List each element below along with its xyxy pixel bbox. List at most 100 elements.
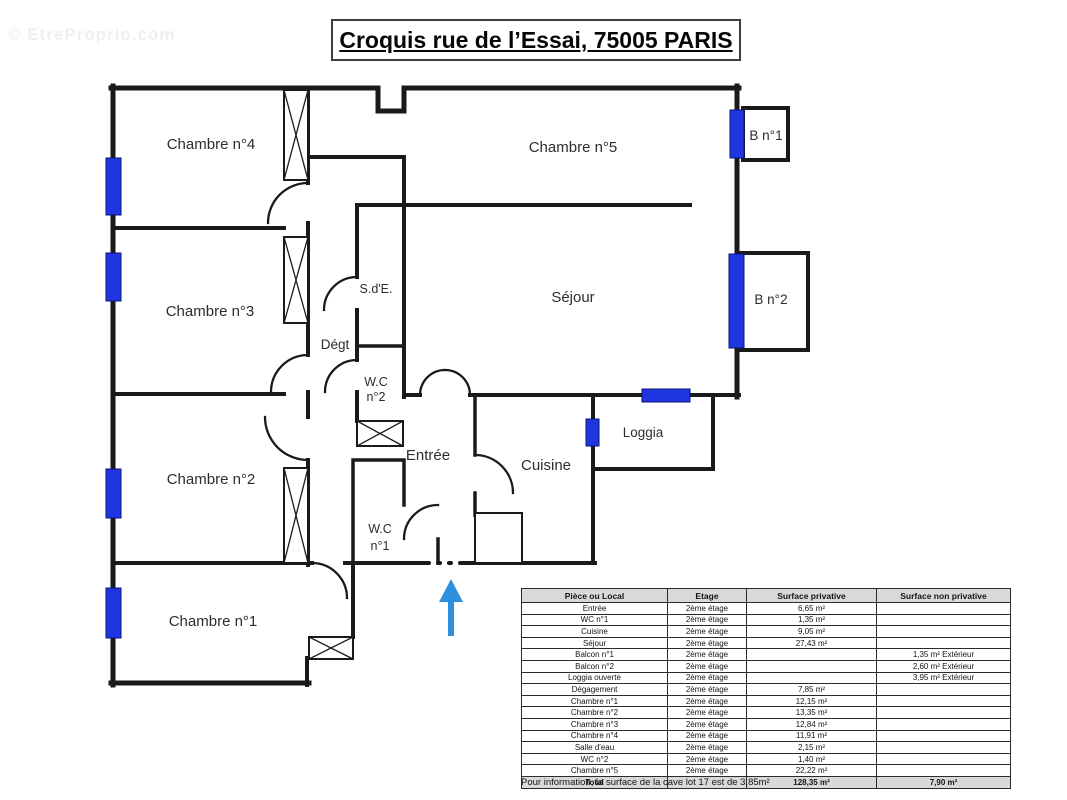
wall-top <box>108 85 742 114</box>
room-label-sejour: Séjour <box>551 289 594 306</box>
table-cell: Entrée <box>521 602 668 615</box>
table-cell: Chambre n°4 <box>521 729 668 743</box>
page-title: Croquis rue de l’Essai, 75005 PARIS <box>339 26 733 53</box>
entrance-arrow-icon <box>439 579 463 636</box>
table-cell <box>667 775 747 789</box>
table-cell: 2ème étage <box>667 741 747 754</box>
table-cell: 3,95 m² Extérieur <box>876 671 1011 685</box>
table-cell <box>876 764 1011 777</box>
table-cell: 2ème étage <box>667 706 747 719</box>
closet-x <box>356 420 404 447</box>
closet-x <box>283 89 309 181</box>
room-label-chambre1: Chambre n°1 <box>169 613 258 630</box>
table-cell: 7,90 m² <box>876 775 1011 789</box>
room-label-cuisine: Cuisine <box>521 457 571 474</box>
closet-x <box>283 467 309 564</box>
closet-x <box>308 636 354 660</box>
table-cell: Chambre n°3 <box>521 717 668 731</box>
window-marker <box>105 468 122 519</box>
table-cell: Balcon n°2 <box>521 659 668 673</box>
table-cell: 12,15 m² <box>746 694 877 708</box>
room-label-wc1-line2: n°1 <box>371 539 390 553</box>
column-header: Surface non privative <box>876 588 1011 603</box>
window-marker <box>641 388 691 403</box>
door-arc <box>443 368 472 397</box>
door-arc <box>263 415 310 462</box>
table-cell <box>746 648 877 661</box>
title-box: Croquis rue de l’Essai, 75005 PARIS <box>331 19 741 61</box>
door-arc <box>473 453 515 495</box>
window-marker <box>105 157 122 216</box>
table-cell: 6,65 m² <box>746 602 877 615</box>
table-cell <box>876 683 1011 696</box>
room-label-degt: Dégt <box>321 337 350 352</box>
table-cell: WC n°1 <box>521 613 668 627</box>
table-cell <box>876 752 1011 766</box>
table-cell: 1,40 m² <box>746 752 877 766</box>
door-arc <box>323 358 359 394</box>
door-arc <box>269 353 310 394</box>
table-footnote: Pour information, la surface de la cave … <box>521 777 770 788</box>
room-label-chambre3: Chambre n°3 <box>166 303 255 320</box>
table-cell: 9,05 m² <box>746 625 877 638</box>
wall-wc1 <box>351 458 440 565</box>
table-cell: 128,35 m² <box>746 775 877 789</box>
door-arc <box>310 561 349 600</box>
table-cell: 2ème étage <box>667 694 747 708</box>
room-label-b2: B n°2 <box>754 292 787 307</box>
table-cell: 1,35 m² Extérieur <box>876 648 1011 661</box>
watermark: © EtreProprio.com <box>8 25 176 44</box>
table-cell: WC n°2 <box>521 752 668 766</box>
window-marker <box>729 109 745 159</box>
table-cell: 2ème étage <box>667 764 747 777</box>
table-cell: 1,35 m² <box>746 613 877 627</box>
door-arc <box>402 503 440 541</box>
table-cell: 2,60 m² Extérieur <box>876 659 1011 673</box>
window-marker <box>728 253 745 349</box>
table-cell: 2ème étage <box>667 602 747 615</box>
table-cell: 2ème étage <box>667 683 747 696</box>
table-cell: Chambre n°2 <box>521 706 668 719</box>
table-cell <box>876 625 1011 638</box>
table-cell: 2ème étage <box>667 613 747 627</box>
table-cell: 2ème étage <box>667 648 747 661</box>
room-label-entree: Entrée <box>406 447 450 464</box>
door-arc <box>266 181 310 225</box>
room-label-chambre5: Chambre n°5 <box>529 139 618 156</box>
room-label-wc2-line1: W.C <box>364 375 388 389</box>
table-cell: Chambre n°5 <box>521 764 668 777</box>
table-cell: 2ème étage <box>667 659 747 673</box>
table-cell <box>876 741 1011 754</box>
table-cell: 22,22 m² <box>746 764 877 777</box>
table-cell: 2ème étage <box>667 625 747 638</box>
table-cell <box>876 602 1011 615</box>
window-marker <box>585 418 600 447</box>
table-cell: Salle d'eau <box>521 741 668 754</box>
table-cell: 7,85 m² <box>746 683 877 696</box>
table-cell: 2ème étage <box>667 717 747 731</box>
table-cell <box>746 671 877 685</box>
table-cell: Chambre n°1 <box>521 694 668 708</box>
table-cell: Balcon n°1 <box>521 648 668 661</box>
room-label-wc1-line1: W.C <box>368 522 392 536</box>
window-marker <box>105 252 122 302</box>
room-label-chambre2: Chambre n°2 <box>167 471 256 488</box>
table-cell: 2,15 m² <box>746 741 877 754</box>
column-header: Pièce ou Local <box>521 588 668 603</box>
room-label-sde: S.d'E. <box>360 282 393 296</box>
table-cell: Séjour <box>521 636 668 650</box>
table-cell <box>876 613 1011 627</box>
window-marker <box>105 587 122 639</box>
